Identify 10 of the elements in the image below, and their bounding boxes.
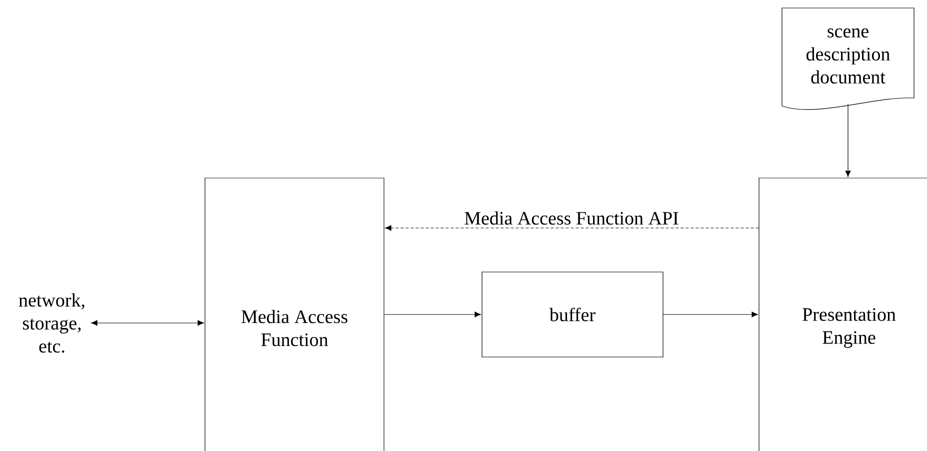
arrow (385, 225, 759, 231)
arrow (384, 312, 481, 318)
function-box: Media Access Function (204, 178, 384, 451)
edge-label: Media Access Function API (463, 210, 680, 226)
arrow (663, 312, 758, 318)
buffer-box: buffer (482, 272, 664, 358)
arrow (845, 104, 851, 177)
engine-box: Presentation Engine (758, 178, 927, 451)
source-label: network, storage, etc. (18, 293, 84, 353)
arrow (91, 320, 204, 326)
